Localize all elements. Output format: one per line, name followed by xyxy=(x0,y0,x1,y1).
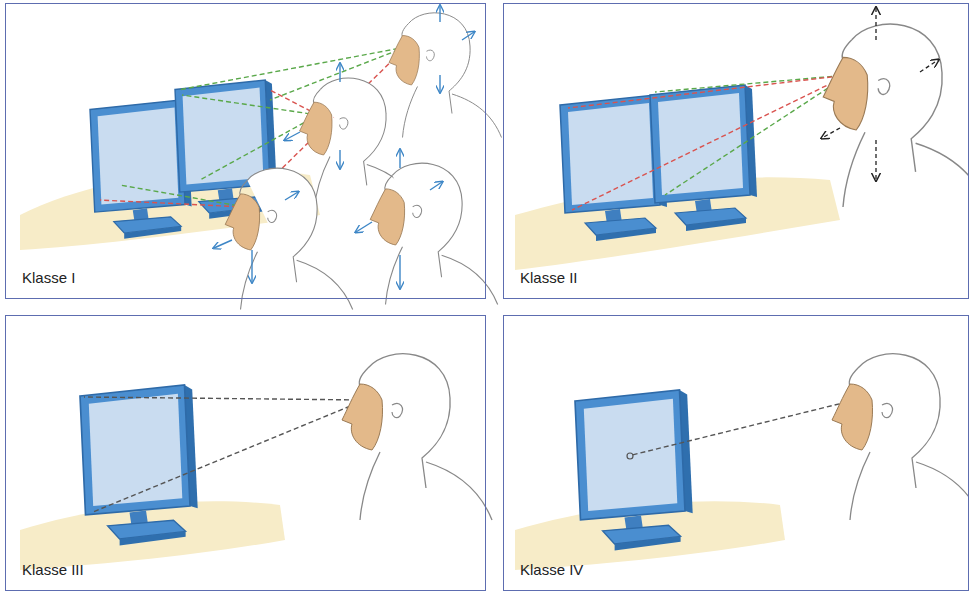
drawing-line xyxy=(93,400,365,512)
drawing-line xyxy=(568,75,848,108)
drawing-line xyxy=(439,6,440,22)
panel-label: Klasse I xyxy=(22,269,75,286)
figure-instance xyxy=(832,354,969,520)
drawing-line xyxy=(462,32,474,40)
drawing-line xyxy=(285,192,298,200)
drawing-line xyxy=(182,95,318,115)
drawing-line xyxy=(875,8,876,40)
panel-label: Klasse IV xyxy=(520,561,583,578)
figure-instance xyxy=(823,24,969,207)
drawing-line xyxy=(84,397,365,400)
figure-instance xyxy=(650,85,757,231)
drawing-line xyxy=(339,150,340,168)
drawing-line xyxy=(214,240,232,248)
panel-three-art xyxy=(20,354,492,570)
drawing-line xyxy=(399,150,400,168)
drawing-line xyxy=(285,132,300,140)
drawing-line xyxy=(632,400,855,455)
drawing-line xyxy=(251,250,252,282)
drawing-line xyxy=(399,255,400,288)
drawing-line xyxy=(120,185,245,207)
drawing-circle xyxy=(627,453,633,459)
panel-frame: Klasse III xyxy=(5,315,486,591)
drawing-g xyxy=(214,6,474,288)
drawing-line xyxy=(339,64,340,82)
drawing-line xyxy=(439,75,440,92)
drawing-line xyxy=(572,75,848,210)
drawing-g xyxy=(84,397,365,512)
figure-instance xyxy=(342,354,492,520)
panel-frame: Klasse I xyxy=(5,3,486,299)
panel-two-art xyxy=(515,8,969,270)
panel-label: Klasse II xyxy=(520,269,578,286)
figure-instance xyxy=(575,390,693,551)
panel-frame: Klasse IV xyxy=(503,315,969,591)
drawing-g xyxy=(568,75,848,210)
drawing-line xyxy=(430,182,442,190)
drawing-g xyxy=(822,8,938,180)
drawing-line xyxy=(178,47,406,90)
figure-instance xyxy=(225,168,353,309)
figure-instance xyxy=(80,385,198,546)
drawing-line xyxy=(822,128,840,138)
drawing-line xyxy=(920,60,938,72)
panel-frame: Klasse II xyxy=(503,3,969,299)
drawing-line xyxy=(875,140,876,180)
figure-instance xyxy=(389,13,502,138)
panel-label: Klasse III xyxy=(22,561,84,578)
drawing-line xyxy=(356,222,372,232)
panel-one-art xyxy=(20,6,502,310)
panel-four-art xyxy=(515,354,969,570)
drawing-line xyxy=(100,200,245,207)
drawing-line xyxy=(200,115,318,180)
figure-instance xyxy=(370,163,498,304)
